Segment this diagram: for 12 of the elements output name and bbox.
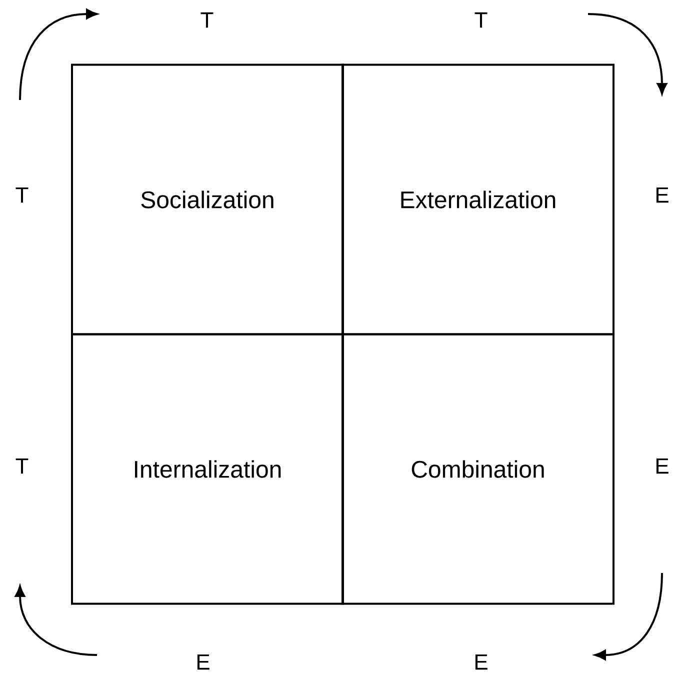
axis-letter: T (474, 12, 488, 28)
axis-letter: E (475, 654, 488, 670)
quadrant-box: Combination (342, 333, 614, 605)
quadrant-box: Internalization (71, 333, 344, 605)
axis-letter: T (200, 12, 214, 28)
axis-letter: E (656, 187, 668, 203)
quadrant-box: Socialization (71, 64, 344, 336)
quadrant-box: Externalization (342, 64, 614, 336)
axis-letter: E (656, 458, 668, 474)
axis-letter: T (16, 458, 28, 474)
axis-letter: T (16, 187, 28, 203)
axis-letter: E (197, 654, 210, 670)
